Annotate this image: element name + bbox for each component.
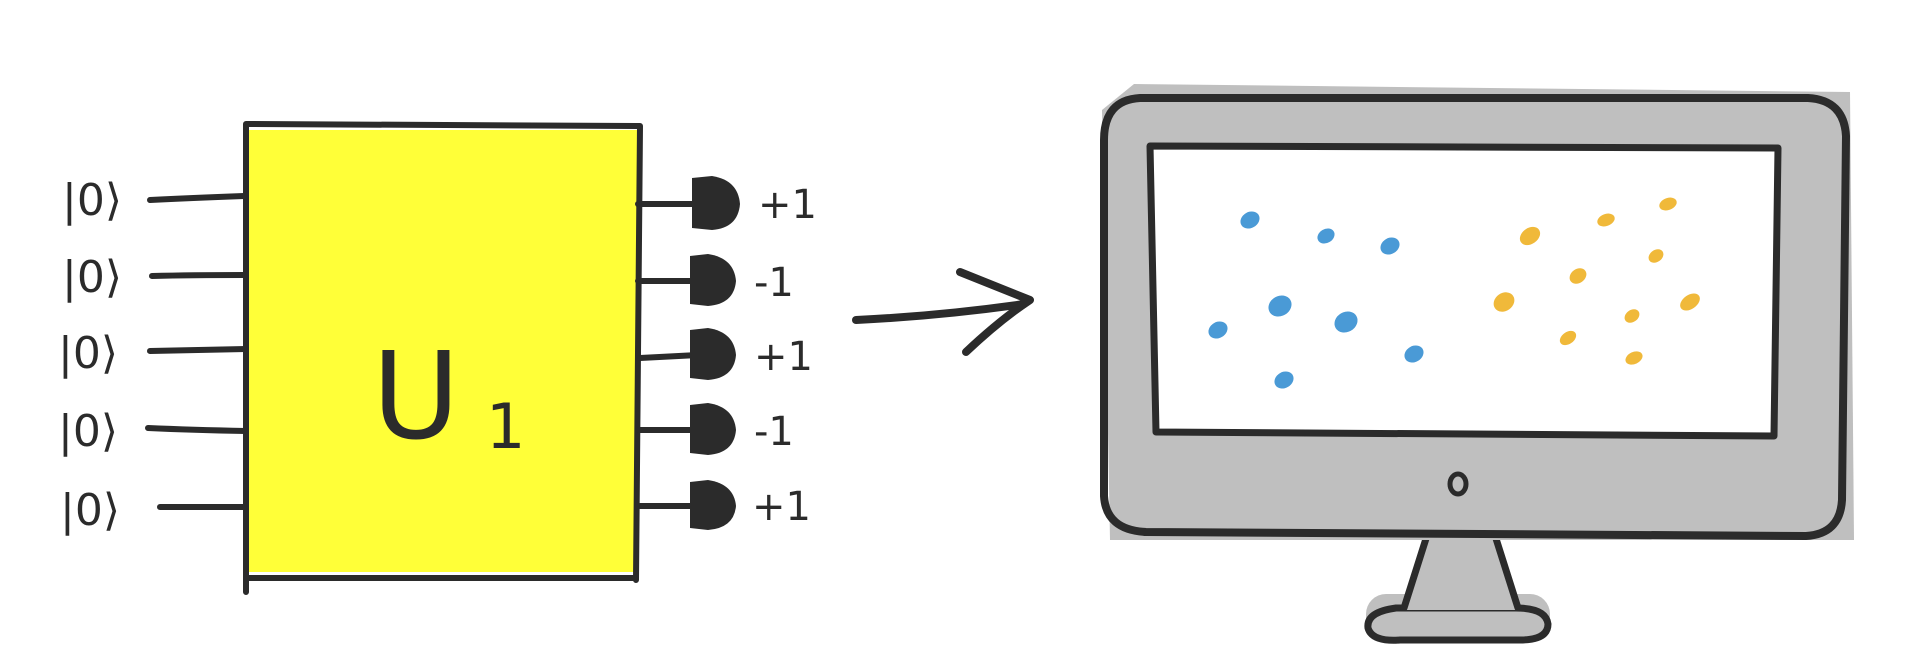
gate-subscript: 1 <box>486 390 525 463</box>
ket-label: |0⟩ <box>60 485 120 536</box>
measurement-meter-icon <box>690 403 736 455</box>
outcome-label: -1 <box>754 409 794 455</box>
ket-label: |0⟩ <box>58 328 118 379</box>
power-button-icon <box>1447 471 1469 497</box>
measurement-meter-icon <box>690 328 736 380</box>
data-point <box>1268 295 1292 317</box>
output-wire: -1 <box>635 254 794 306</box>
outcome-label: +1 <box>754 334 813 380</box>
gate-box <box>246 130 638 572</box>
data-point <box>1625 351 1643 365</box>
input-wire: |0⟩ <box>58 406 249 457</box>
output-wire: -1 <box>635 403 794 455</box>
monitor-stand <box>1402 526 1518 610</box>
measurement-meter-icon <box>692 176 740 230</box>
computer-monitor-icon <box>1100 84 1854 644</box>
ket-label: |0⟩ <box>62 175 122 226</box>
data-point <box>1659 197 1677 211</box>
data-point <box>1380 237 1400 255</box>
ket-label: |0⟩ <box>58 406 118 457</box>
data-point <box>1240 211 1260 229</box>
data-point <box>1208 321 1228 339</box>
measurement-meter-icon <box>690 254 736 306</box>
output-wire: +1 <box>637 328 813 380</box>
data-point <box>1404 345 1424 363</box>
data-point <box>1317 228 1335 244</box>
gate-label: U <box>372 328 460 467</box>
data-point <box>1648 249 1664 263</box>
output-wire: +1 <box>637 480 811 530</box>
unitary-gate: U 1 <box>243 121 643 595</box>
output-wire: +1 <box>635 176 817 230</box>
quantum-circuit: |0⟩ |0⟩ |0⟩ |0⟩ |0⟩ <box>58 121 817 595</box>
measurement-meter-icon <box>690 480 736 530</box>
input-wire: |0⟩ <box>60 485 249 536</box>
data-point <box>1559 330 1577 346</box>
data-point <box>1493 292 1515 312</box>
data-point <box>1334 311 1358 333</box>
data-point <box>1274 371 1294 389</box>
outcome-label: +1 <box>752 484 811 530</box>
cluster-a <box>1208 211 1424 389</box>
data-point <box>1569 268 1587 284</box>
cluster-b <box>1493 197 1700 365</box>
input-wire: |0⟩ <box>62 252 247 303</box>
monitor-screen <box>1150 146 1778 436</box>
output-wires: +1 -1 +1 -1 <box>635 176 817 530</box>
right-arrow-icon <box>852 268 1034 356</box>
data-point <box>1519 226 1541 246</box>
data-point <box>1624 309 1640 323</box>
outcome-label: +1 <box>758 182 817 228</box>
input-wire: |0⟩ <box>62 175 247 226</box>
input-wire: |0⟩ <box>58 328 249 379</box>
ket-label: |0⟩ <box>62 252 122 303</box>
input-wires: |0⟩ |0⟩ |0⟩ |0⟩ |0⟩ <box>58 175 249 536</box>
data-point <box>1597 213 1615 227</box>
outcome-label: -1 <box>754 260 794 306</box>
data-point <box>1680 293 1700 311</box>
